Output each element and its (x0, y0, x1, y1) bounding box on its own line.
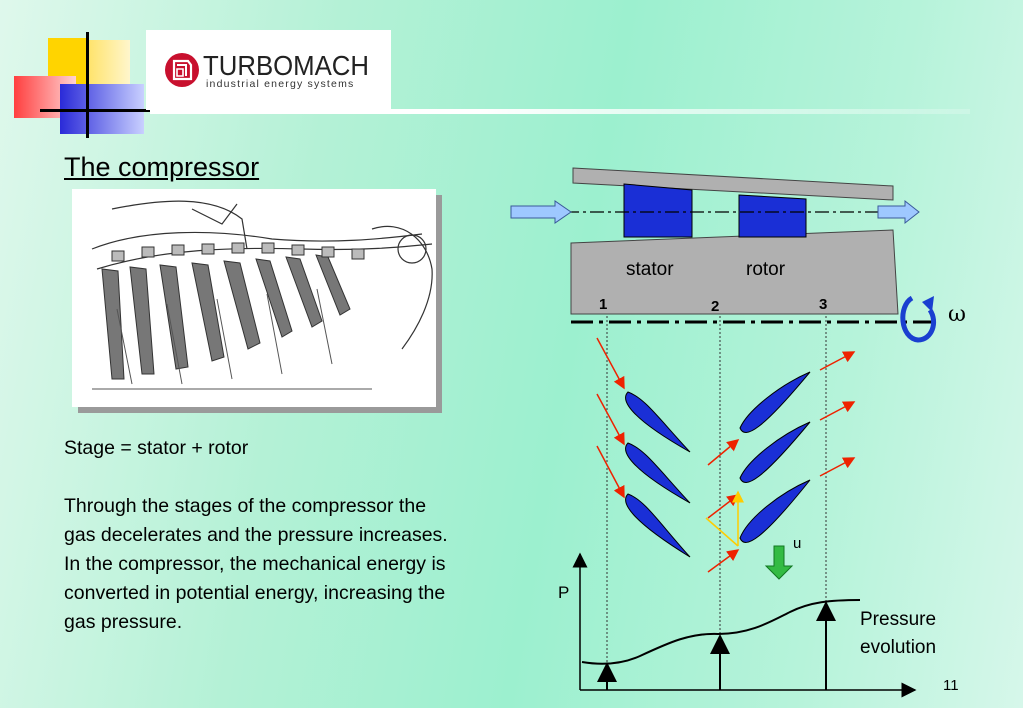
stator-block (623, 183, 693, 238)
rotor-blades (739, 371, 811, 543)
turbomach-logo-icon (165, 53, 199, 87)
stage-definition: Stage = stator + rotor (64, 437, 249, 459)
stator-blades (625, 391, 691, 558)
body-line-5: gas pressure. (64, 611, 183, 633)
stator-label: stator (626, 259, 674, 280)
compressor-illustration (72, 189, 436, 407)
station-2-label: 2 (711, 298, 720, 315)
omega-label: ω (948, 302, 966, 327)
station-1-label: 1 (599, 296, 608, 313)
slide-number: 11 (943, 677, 959, 694)
body-line-4: converted in potential energy, increasin… (64, 582, 446, 604)
rotor-label: rotor (746, 259, 786, 280)
rotation-arrow-icon (900, 295, 936, 343)
casing-top (572, 167, 894, 201)
outlet-arrow-icon (877, 199, 920, 225)
rotor-block (738, 194, 807, 238)
velocity-triangle (705, 490, 744, 547)
logo (146, 30, 391, 110)
header-rule (150, 109, 970, 114)
deco-horizontal-line (40, 109, 150, 112)
u-velocity-arrow-icon (764, 545, 794, 580)
body-line-2: gas decelerates and the pressure increas… (64, 524, 448, 546)
p-axis-label: P (558, 583, 570, 602)
u-label: u (793, 535, 802, 552)
pressure-caption-line-1: Pressure (860, 609, 937, 630)
body-line-1: Through the stages of the compressor the (64, 495, 427, 517)
inlet-arrow-icon (510, 200, 572, 224)
slide-title: The compressor (64, 152, 260, 182)
logo-name: TURBOMACH (203, 50, 370, 81)
logo-tagline: industrial energy systems (206, 78, 355, 90)
deco-vertical-line (86, 32, 89, 138)
flow-velocity-arrows (596, 337, 856, 573)
station-3-label: 3 (819, 296, 828, 313)
deco-square-light-yellow (86, 40, 130, 84)
pressure-caption-line-2: evolution (860, 637, 937, 658)
body-line-3: In the compressor, the mechanical energy… (64, 553, 446, 575)
hub (570, 229, 899, 315)
compressor-sketch (91, 200, 433, 390)
